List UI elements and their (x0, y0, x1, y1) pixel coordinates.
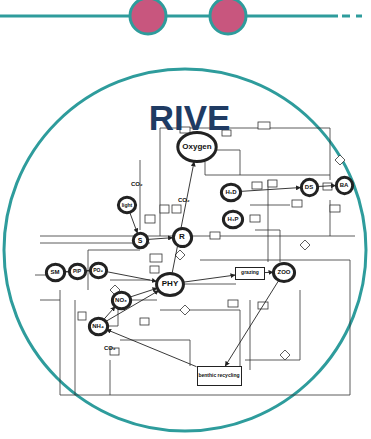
state-circle: R (173, 228, 192, 247)
node-label: light (122, 203, 133, 208)
circle-shape (301, 179, 317, 195)
state-circle: PIP (69, 264, 86, 279)
node-text-group: PO₄ (93, 268, 103, 273)
chemical-label: CO₂ (104, 345, 116, 351)
flux-connector (241, 188, 301, 192)
node-text-group: grazing (241, 270, 259, 276)
flux-connector (265, 272, 273, 273)
flux-connector (104, 307, 115, 320)
node-text-group: PIP (73, 269, 81, 274)
flux-connector (106, 291, 159, 322)
state-circle: H₁P (223, 211, 243, 228)
node-text-group: R (179, 233, 185, 241)
node-label: Oxygen (182, 143, 211, 151)
state-circle: BA (336, 177, 353, 194)
node-text-group: Oxygen (182, 143, 211, 151)
node-label: H₁P (228, 216, 239, 222)
state-circle: H₁D (221, 184, 241, 201)
circle-shape (133, 233, 147, 247)
node-text-group: NO₃ (115, 297, 127, 303)
flux-connector (225, 280, 279, 366)
circle-shape (221, 184, 240, 200)
flow-valves (78, 122, 340, 355)
node-text-group: SM (51, 269, 60, 275)
state-circle: DS (301, 179, 318, 196)
header-rule (0, 15, 338, 18)
node-label: NO₃ (115, 297, 127, 303)
state-circle: SM (46, 264, 65, 281)
header-dash (342, 15, 350, 18)
circle-shape (223, 211, 242, 227)
node-label: DS (305, 184, 313, 190)
diagram-title: RIVE (0, 98, 371, 138)
flux-connector (106, 272, 156, 282)
circle-shape (46, 264, 64, 280)
circle-shape (89, 318, 107, 334)
node-text-group: BA (340, 182, 349, 188)
node-text-group: H₁P (228, 216, 239, 222)
circle-shape (90, 263, 106, 277)
flux-connector (130, 213, 138, 233)
circle-shape (118, 197, 135, 212)
state-circle: PO₄ (90, 263, 107, 278)
temperature-diamonds (110, 155, 345, 360)
circle-shape (157, 273, 184, 295)
node-label: SM (51, 269, 60, 275)
chemical-label: CO₂ (131, 181, 143, 187)
node-text-group: benthic recycling (198, 373, 239, 379)
flux-connector (317, 185, 335, 186)
process-box: benthic recycling (197, 366, 242, 386)
node-label: S (138, 237, 143, 244)
model-wiring (35, 128, 355, 395)
node-text-group: PHY (162, 280, 178, 288)
node-text-group: ZOO (278, 269, 291, 275)
node-label: BA (340, 182, 349, 188)
flux-connector (184, 275, 235, 282)
flux-connector (107, 330, 197, 367)
node-label: ZOO (278, 269, 291, 275)
circle-shape (112, 292, 130, 308)
flux-connector (130, 288, 157, 297)
node-label: benthic recycling (198, 373, 239, 379)
node-text-group: DS (305, 184, 313, 190)
header-dot (130, 0, 166, 34)
node-label: H₁D (225, 189, 236, 195)
state-circle: NO₃ (112, 292, 131, 309)
header-dot (210, 0, 246, 34)
state-circle: light (118, 197, 136, 213)
flux-connector (147, 238, 172, 240)
process-box: grazing (235, 267, 265, 280)
node-text-group: NH₄ (92, 323, 104, 329)
node-label: NH₄ (92, 323, 104, 329)
node-text-group: S (138, 237, 143, 244)
chemical-label: CO₂ (178, 197, 190, 203)
node-label: PHY (162, 280, 178, 288)
state-circle: PHY (156, 273, 184, 296)
state-circle: Oxygen (177, 132, 217, 162)
node-label: PO₄ (93, 268, 103, 273)
state-circle: NH₄ (89, 318, 108, 335)
flux-connector (172, 162, 194, 273)
header-dash (356, 15, 362, 18)
node-label: grazing (241, 270, 259, 276)
node-text-group: light (122, 203, 133, 208)
state-circle: ZOO (273, 263, 295, 282)
circle-shape (336, 177, 352, 193)
circle-shape (173, 228, 191, 246)
node-text-group: H₁D (225, 189, 236, 195)
circle-shape (69, 264, 85, 278)
node-label: R (179, 233, 185, 241)
node-label: PIP (73, 269, 81, 274)
circle-shape (178, 133, 216, 162)
state-circle: S (133, 233, 148, 248)
circle-shape (273, 263, 294, 281)
